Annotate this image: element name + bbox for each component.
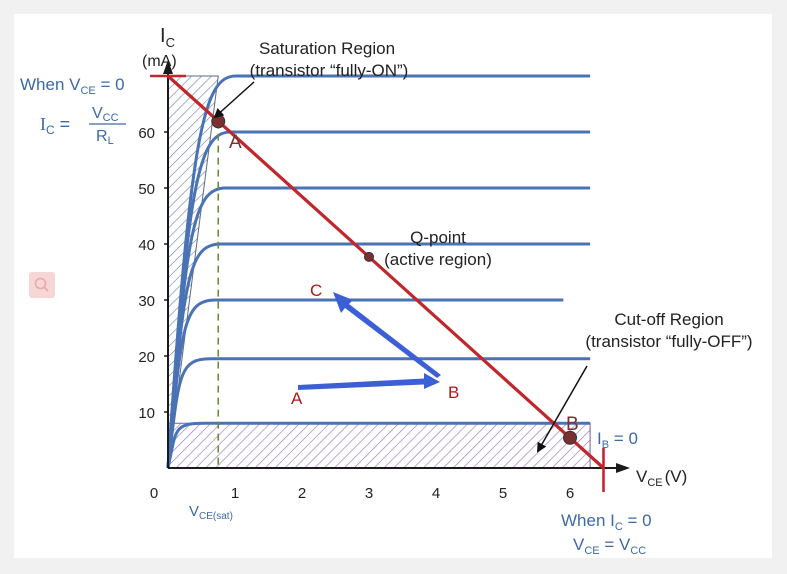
axes <box>163 60 630 473</box>
y-tick-label: 10 <box>138 405 155 422</box>
collector-curves <box>166 74 591 469</box>
annotation-arrow-a-to-b <box>298 373 440 390</box>
operating-point-qpoint <box>364 251 374 262</box>
operating-point-a <box>211 114 226 129</box>
cutoff-pointer-arrow <box>537 365 588 453</box>
ic-axis-unit: (mA) <box>142 53 177 70</box>
saturation-pointer-arrow <box>213 81 255 119</box>
x-tick-label: 3 <box>365 485 373 502</box>
operating-points <box>211 114 577 445</box>
cutoff-region-subtitle: (transistor “fully-OFF”) <box>585 332 752 351</box>
x-tick-label: 0 <box>150 485 158 502</box>
y-tick-labels: 10 20 30 40 50 60 <box>138 125 155 422</box>
load-line <box>166 74 605 470</box>
vce-axis-title: VCE(V) <box>636 467 687 489</box>
saturation-region-subtitle: (transistor “fully-ON”) <box>250 61 409 80</box>
saturation-region-title: Saturation Region <box>259 39 395 58</box>
annotation-arrow-b-to-c <box>333 292 441 378</box>
ic-axis-title: IC <box>160 25 175 50</box>
marker-b-label: B <box>448 383 459 402</box>
vce-sat-label: VCE(sat) <box>189 503 233 522</box>
y-tick-label: 30 <box>138 293 155 310</box>
x-tick-labels: 0 1 2 3 4 5 6 <box>150 485 574 502</box>
operating-point-b <box>563 430 577 445</box>
qpoint-title: Q-point <box>410 228 466 247</box>
vcc-numerator: VCC <box>92 105 119 124</box>
when-ic-zero-label: When IC = 0 <box>561 511 652 533</box>
x-tick-label: 2 <box>298 485 306 502</box>
collector-curve <box>166 74 591 469</box>
x-tick-label: 4 <box>432 485 440 502</box>
x-axis-arrowhead <box>616 463 630 473</box>
x-tick-label: 1 <box>231 485 239 502</box>
ib-zero-label: IB = 0 <box>597 429 638 451</box>
y-tick-label: 20 <box>138 349 155 366</box>
vce-equals-vcc-label: VCE = VCC <box>573 535 646 557</box>
x-tick-label: 5 <box>499 485 507 502</box>
qpoint-subtitle: (active region) <box>384 250 492 269</box>
magnifier-icon[interactable] <box>29 272 55 298</box>
cutoff-region-hatch <box>167 422 591 469</box>
y-axis-arrowhead <box>163 60 173 74</box>
marker-a-label: A <box>291 389 303 408</box>
y-tick-label: 60 <box>138 125 155 142</box>
point-b-label: B <box>566 414 579 435</box>
when-vce-zero-label: When VCE = 0 <box>20 75 125 97</box>
ic-equals-label: IC = <box>40 114 70 137</box>
marker-c-label: C <box>310 281 322 300</box>
point-a-label: A <box>229 132 242 153</box>
x-tick-label: 6 <box>566 485 574 502</box>
rl-denominator: RL <box>96 128 114 147</box>
y-tick-label: 40 <box>138 237 155 254</box>
cutoff-region-title: Cut-off Region <box>614 310 723 329</box>
y-tick-label: 50 <box>138 181 155 198</box>
